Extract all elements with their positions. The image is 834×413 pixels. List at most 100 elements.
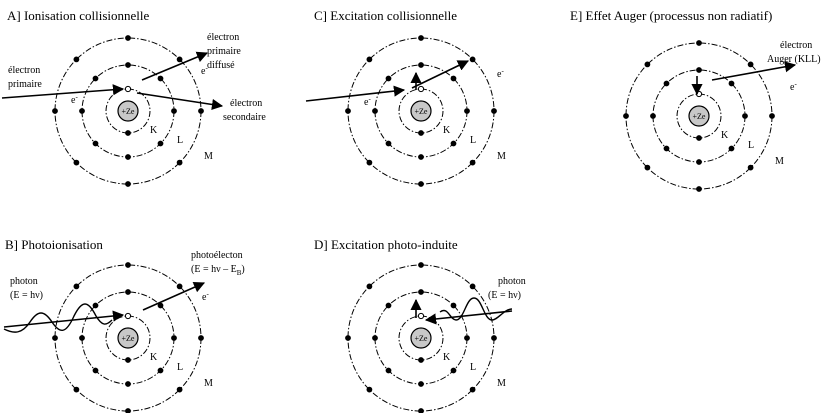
electron	[747, 61, 754, 68]
electron	[696, 135, 702, 141]
nucleus-label: +Ze	[122, 334, 135, 343]
atom: KLM+Ze	[345, 35, 506, 187]
electron-vacancy	[124, 312, 132, 320]
electron	[198, 335, 204, 341]
shell-label: L	[470, 135, 476, 146]
electron-vacancy	[417, 312, 425, 320]
electron	[418, 62, 424, 68]
electron-symbol: e-	[364, 95, 371, 108]
secondary-electron-label: électron	[230, 98, 262, 109]
panel-title: E] Effet Auger (processus non radiatif)	[570, 8, 772, 23]
electron	[769, 113, 775, 119]
electron	[125, 357, 131, 363]
secondary-electron-label: secondaire	[223, 112, 266, 123]
electron	[176, 386, 183, 393]
electron	[372, 335, 378, 341]
electron	[125, 62, 131, 68]
electron	[418, 154, 424, 160]
electron	[73, 56, 80, 63]
photoelectron-label: photoélecton	[191, 250, 243, 261]
electron	[366, 56, 373, 63]
electron	[92, 75, 99, 82]
photon-label: (E = hν)	[488, 290, 521, 301]
incoming-electron-label: primaire	[8, 79, 42, 90]
electron	[418, 130, 424, 136]
panel-title: C] Excitation collisionnelle	[314, 8, 457, 23]
panel-title: B] Photoionisation	[5, 237, 103, 252]
electron	[491, 108, 497, 114]
electron	[176, 56, 183, 63]
scattered-electron-label: primaire	[207, 46, 241, 57]
electron	[92, 302, 99, 309]
electron-symbol: e-	[71, 93, 78, 106]
shell-label: M	[204, 378, 213, 389]
panel-excitation-photo-induite: D] Excitation photo-induite photon (E = …	[314, 237, 526, 325]
electron	[696, 67, 702, 73]
shell-label: L	[177, 362, 183, 373]
electron	[52, 335, 58, 341]
electron	[469, 56, 476, 63]
shell-label: M	[204, 151, 213, 162]
atom: KLM+Ze	[623, 40, 784, 192]
shell-label: M	[775, 156, 784, 167]
electron-symbol: e-	[201, 64, 208, 77]
incoming-electron-arrow	[305, 85, 406, 102]
electron	[198, 108, 204, 114]
electron	[469, 283, 476, 290]
electron	[125, 130, 131, 136]
electron	[157, 75, 164, 82]
electron	[125, 289, 131, 295]
photoelectron-arrow	[142, 281, 206, 311]
scattered-electron-label: diffusé	[207, 60, 235, 71]
photon-label: photon	[498, 276, 526, 287]
electron	[450, 140, 457, 147]
electron	[125, 262, 131, 268]
electron	[345, 108, 351, 114]
shell-label: L	[470, 362, 476, 373]
electron	[385, 367, 392, 374]
electron	[73, 159, 80, 166]
electron-vacancy	[124, 85, 132, 93]
electron	[491, 335, 497, 341]
electron	[450, 75, 457, 82]
electron	[157, 367, 164, 374]
secondary-electron-arrow	[136, 92, 224, 111]
electron	[171, 335, 177, 341]
nucleus-label: +Ze	[122, 107, 135, 116]
nucleus	[688, 105, 710, 127]
atom: K L M +Ze	[52, 262, 213, 413]
electron	[418, 357, 424, 363]
electron-shell	[676, 93, 722, 139]
shell-label: K	[150, 352, 158, 363]
electron-shell	[398, 88, 444, 134]
nucleus-label: +Ze	[693, 112, 706, 121]
electron	[450, 302, 457, 309]
electron	[696, 159, 702, 165]
electron	[366, 386, 373, 393]
electron	[728, 80, 735, 87]
nucleus	[117, 100, 139, 122]
electron	[450, 367, 457, 374]
electron	[125, 181, 131, 187]
shell-label: K	[721, 130, 729, 141]
incoming-photon-arrow	[424, 310, 513, 325]
electron-shell	[105, 88, 151, 134]
electron	[385, 140, 392, 147]
electron	[372, 108, 378, 114]
electron-symbol: e-	[790, 80, 797, 93]
electron	[171, 108, 177, 114]
electron	[176, 159, 183, 166]
electron	[73, 283, 80, 290]
electron	[418, 381, 424, 387]
electron	[696, 186, 702, 192]
electron	[125, 381, 131, 387]
electron	[644, 61, 651, 68]
nucleus-label: +Ze	[415, 334, 428, 343]
shell-label: K	[443, 125, 451, 136]
electron	[418, 181, 424, 187]
electron-shell	[105, 315, 151, 361]
shell-label: M	[497, 378, 506, 389]
nucleus	[410, 100, 432, 122]
shell-label: K	[443, 352, 451, 363]
